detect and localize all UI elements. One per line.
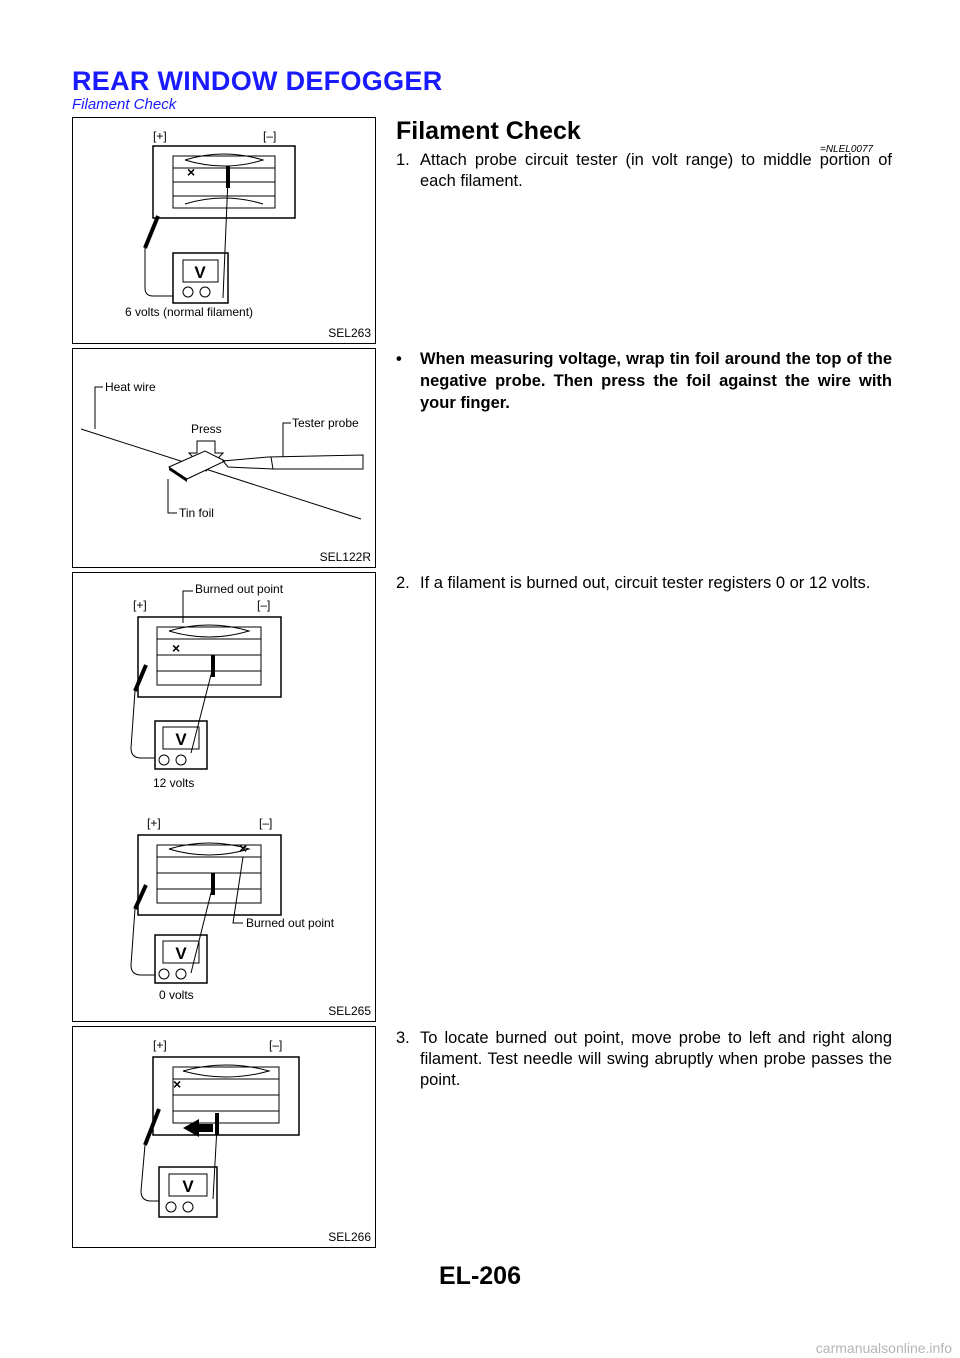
tin-foil-label: Tin foil bbox=[179, 506, 214, 520]
figure-sel263: × V [+] [–] 6 volts (normal filament) SE… bbox=[72, 117, 376, 344]
step-number: 3. bbox=[396, 1029, 410, 1047]
svg-text:×: × bbox=[187, 164, 195, 180]
defogger-normal-diagram: × V [+] [–] 6 volts (normal filament) bbox=[125, 129, 296, 319]
figure-caption: 6 volts (normal filament) bbox=[125, 305, 253, 319]
figure-sel265: Burned out point [+] [–] × V 12 volts [+… bbox=[72, 572, 376, 1022]
burned-out-point-label-top: Burned out point bbox=[195, 582, 284, 596]
plus-terminal-label: [+] bbox=[153, 1038, 167, 1052]
minus-terminal-label: [–] bbox=[259, 816, 272, 830]
section-ref-code: =NLEL0077 bbox=[820, 144, 874, 155]
svg-text:×: × bbox=[239, 840, 247, 856]
page-number: EL-206 bbox=[439, 1262, 521, 1290]
plus-terminal-label: [+] bbox=[147, 816, 161, 830]
step-1: 1. Attach probe circuit tester (in volt … bbox=[396, 150, 892, 192]
minus-terminal-label: [–] bbox=[257, 598, 270, 612]
locate-burned-point-diagram: [+] [–] × V bbox=[140, 1038, 300, 1218]
step-text: If a filament is burned out, circuit tes… bbox=[420, 574, 871, 592]
step-text: Attach probe circuit tester (in volt ran… bbox=[420, 151, 892, 190]
figure-code: SEL122R bbox=[319, 550, 371, 564]
press-label: Press bbox=[191, 422, 222, 436]
bullet-symbol: • bbox=[396, 350, 402, 368]
svg-text:×: × bbox=[173, 1076, 181, 1092]
step-number: 1. bbox=[396, 151, 410, 169]
meter-label: V bbox=[175, 730, 187, 749]
meter-label: V bbox=[194, 263, 206, 282]
burned-out-point-label-bottom: Burned out point bbox=[246, 916, 335, 930]
step-number: 2. bbox=[396, 574, 410, 592]
minus-terminal-label: [–] bbox=[269, 1038, 282, 1052]
meter-label: V bbox=[182, 1177, 194, 1196]
twelve-volts-caption: 12 volts bbox=[153, 776, 194, 790]
figure-code: SEL263 bbox=[328, 326, 371, 340]
tin-foil-probe-diagram: Heat wire Press Tester probe Tin foil bbox=[80, 380, 364, 520]
minus-terminal-label: [–] bbox=[263, 129, 276, 143]
zero-volts-caption: 0 volts bbox=[159, 988, 194, 1002]
figure-sel122r: Heat wire Press Tester probe Tin foil SE… bbox=[72, 348, 376, 568]
page-header-subtitle: Filament Check bbox=[72, 96, 177, 113]
svg-text:×: × bbox=[172, 640, 180, 656]
page-header-title: REAR WINDOW DEFOGGER bbox=[72, 66, 443, 96]
watermark: carmanualsonline.info bbox=[815, 1340, 952, 1356]
step-3: 3. To locate burned out point, move prob… bbox=[396, 1028, 892, 1091]
figure-sel266: [+] [–] × V SEL266 bbox=[72, 1026, 376, 1248]
step-2: 2. If a filament is burned out, circuit … bbox=[396, 573, 892, 594]
plus-terminal-label: [+] bbox=[133, 598, 147, 612]
bullet-note: • When measuring voltage, wrap tin foil … bbox=[396, 348, 892, 414]
meter-label: V bbox=[175, 944, 187, 963]
figure-code: SEL265 bbox=[328, 1004, 371, 1018]
section-title: Filament Check bbox=[396, 117, 581, 145]
defogger-burned-out-diagram: Burned out point [+] [–] × V 12 volts [+… bbox=[130, 582, 335, 1002]
step-text: To locate burned out point, move probe t… bbox=[420, 1029, 892, 1089]
tester-probe-label: Tester probe bbox=[292, 416, 359, 430]
bullet-text: When measuring voltage, wrap tin foil ar… bbox=[420, 350, 892, 412]
figure-code: SEL266 bbox=[328, 1230, 371, 1244]
heat-wire-label: Heat wire bbox=[105, 380, 156, 394]
plus-terminal-label: [+] bbox=[153, 129, 167, 143]
